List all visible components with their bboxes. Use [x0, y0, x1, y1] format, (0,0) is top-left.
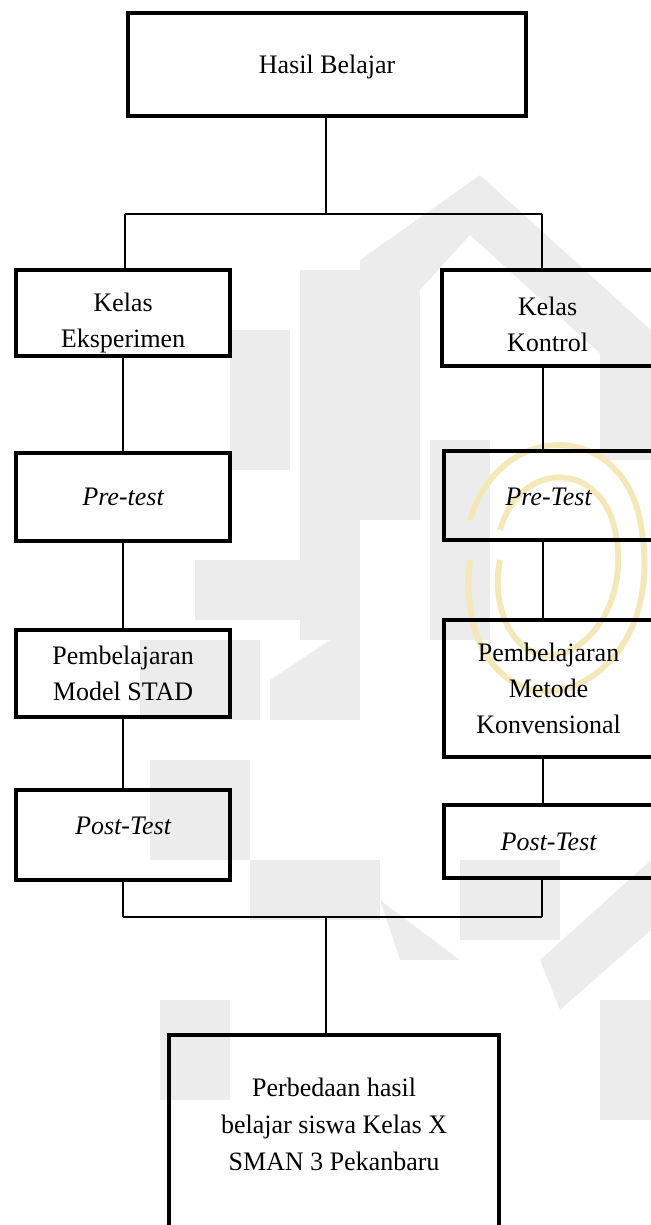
box-perbedaan-hasil: Perbedaan hasil belajar siswa Kelas X SM… [167, 1033, 501, 1225]
box-right-pretest-label: Pre-Test [505, 482, 592, 511]
box-right-learning: Pembelajaran Metode Konvensional [442, 618, 651, 759]
box-right-pretest: Pre-Test [442, 449, 651, 542]
box-left-learning: Pembelajaran Model STAD [14, 628, 232, 719]
box-right-learning-label: Pembelajaran Metode Konvensional [476, 637, 621, 739]
box-left-learning-label: Pembelajaran Model STAD [52, 640, 194, 706]
box-kelas-kontrol: Kelas Kontrol [440, 268, 651, 368]
box-kelas-eksperimen: Kelas Eksperimen [14, 268, 232, 358]
box-right-posttest-label: Post-Test [500, 826, 597, 856]
box-left-pretest-label: Pre-test [82, 482, 164, 511]
box-left-posttest: Post-Test [14, 788, 232, 882]
box-perbedaan-hasil-label: Perbedaan hasil belajar siswa Kelas X SM… [221, 1073, 447, 1176]
box-hasil-belajar: Hasil Belajar [126, 11, 528, 118]
box-left-posttest-label: Post-Test [75, 811, 171, 840]
box-kelas-kontrol-label: Kelas Kontrol [507, 292, 588, 357]
box-kelas-eksperimen-label: Kelas Eksperimen [60, 288, 186, 353]
box-right-posttest: Post-Test [442, 803, 651, 880]
box-left-pretest: Pre-test [14, 451, 232, 543]
box-hasil-belajar-label: Hasil Belajar [258, 49, 396, 79]
